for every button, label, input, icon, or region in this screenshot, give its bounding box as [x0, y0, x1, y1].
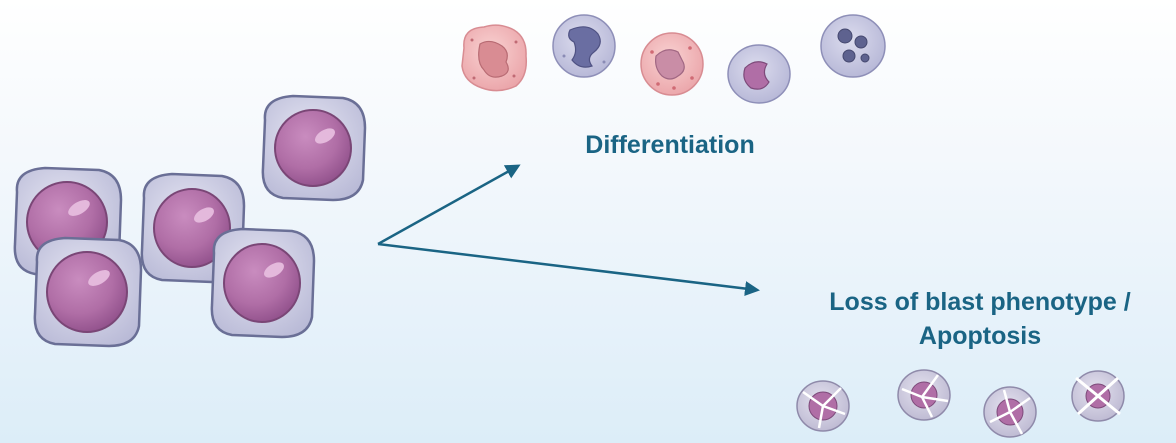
- apoptotic-cell-icon: [1072, 371, 1124, 421]
- apoptotic-cell-icon: [797, 381, 849, 431]
- apoptosis-label-line1: Loss of blast phenotype /: [770, 285, 1176, 319]
- differentiated-leukocyte-icon: [553, 15, 615, 77]
- differentiated-leukocyte-icon: [728, 45, 790, 103]
- apoptotic-cell-icon: [898, 370, 950, 420]
- blast-cell-group: [15, 96, 365, 346]
- differentiated-cell-group: [462, 15, 885, 103]
- apoptotic-cell-icon: [984, 387, 1036, 437]
- differentiated-leukocyte-icon: [821, 15, 885, 77]
- apoptosis-label-line2: Apoptosis: [770, 319, 1176, 353]
- blast-cell-icon: [212, 229, 314, 337]
- differentiation-label: Differentiation: [530, 128, 810, 162]
- apoptosis-arrow-icon: [378, 244, 757, 290]
- apoptosis-label: Loss of blast phenotype / Apoptosis: [770, 285, 1176, 353]
- arrow-group: [378, 166, 757, 290]
- blast-cell-icon: [35, 238, 141, 346]
- differentiated-leukocyte-icon: [641, 33, 703, 95]
- differentiated-leukocyte-icon: [462, 25, 526, 90]
- apoptotic-cell-group: [797, 370, 1124, 437]
- blast-cell-icon: [263, 96, 365, 200]
- differentiation-arrow-icon: [378, 166, 518, 244]
